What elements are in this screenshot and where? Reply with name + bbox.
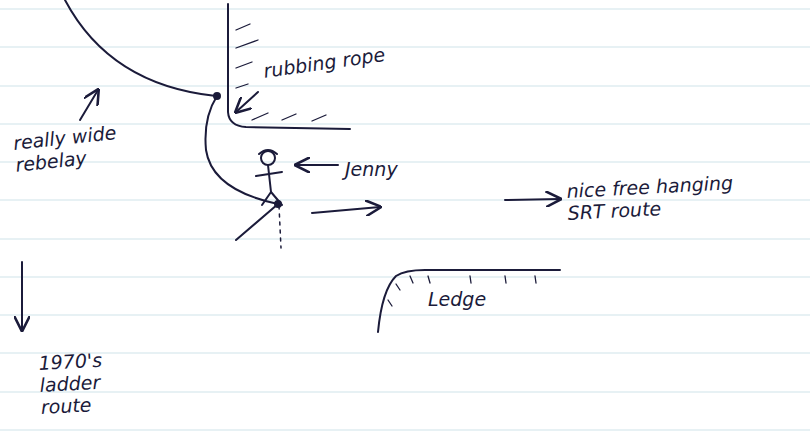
ruled-lines bbox=[0, 9, 810, 430]
pointer-arrow bbox=[296, 164, 338, 166]
direction-arrow bbox=[21, 262, 23, 330]
ledge bbox=[378, 270, 560, 332]
pointer-arrow bbox=[80, 90, 98, 120]
direction-arrow bbox=[505, 199, 560, 200]
note-label: nice free hanging SRT route bbox=[566, 170, 768, 224]
rope bbox=[205, 96, 278, 204]
note-label: Ledge bbox=[428, 288, 486, 310]
note-label: really wide rebelay bbox=[12, 120, 131, 176]
rope bbox=[65, 0, 216, 96]
ink bbox=[22, 0, 560, 332]
hanging-rope bbox=[279, 206, 281, 248]
rope-tail bbox=[236, 204, 278, 240]
pointer-arrow bbox=[236, 92, 258, 112]
note-label: 1970's ladder route bbox=[38, 346, 151, 418]
direction-arrow bbox=[312, 207, 380, 213]
note-label: rubbing rope bbox=[262, 43, 386, 82]
caver-figure bbox=[256, 150, 282, 205]
note-label: Jenny bbox=[345, 158, 398, 180]
